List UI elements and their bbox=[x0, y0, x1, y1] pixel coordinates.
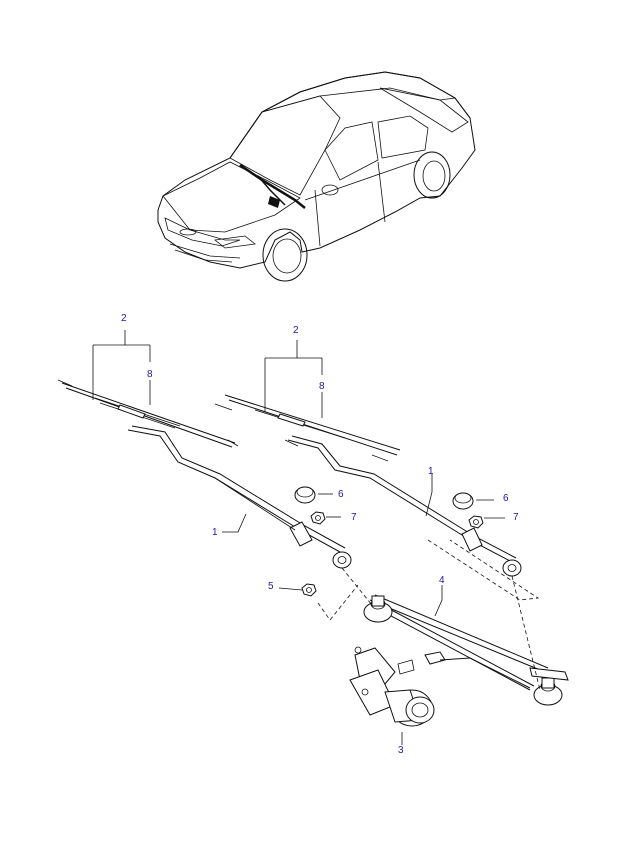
callout-7-left: 7 bbox=[351, 512, 357, 523]
nut-left bbox=[310, 511, 326, 525]
cap-left bbox=[294, 486, 316, 504]
wiper-motor bbox=[349, 646, 435, 727]
wiper-linkage bbox=[363, 594, 569, 706]
callout-2-right: 2 bbox=[293, 325, 299, 336]
callout-6-right: 6 bbox=[503, 493, 509, 504]
callout-5: 5 bbox=[268, 581, 274, 592]
callout-1-left: 1 bbox=[212, 527, 218, 538]
callout-8-left: 8 bbox=[147, 369, 153, 380]
callout-1-right: 1 bbox=[428, 466, 434, 477]
car-illustration bbox=[157, 71, 476, 282]
leader-lines bbox=[222, 474, 505, 745]
callout-8-right: 8 bbox=[319, 381, 325, 392]
callout-3: 3 bbox=[398, 745, 404, 756]
left-wiper-arm bbox=[127, 425, 352, 569]
cap-right bbox=[452, 492, 474, 510]
right-wiper-arm bbox=[287, 435, 522, 577]
callout-6-left: 6 bbox=[338, 489, 344, 500]
right-callout-2-8-bracket bbox=[264, 340, 323, 418]
nut-right bbox=[468, 515, 484, 529]
right-wiper-blade bbox=[214, 394, 401, 462]
nut-5 bbox=[301, 583, 317, 597]
callout-2-left: 2 bbox=[121, 313, 127, 324]
callout-7-right: 7 bbox=[513, 512, 519, 523]
left-callout-2-8-bracket bbox=[92, 330, 151, 405]
left-wiper-blade bbox=[57, 379, 239, 448]
assembly-dashed-lines bbox=[317, 539, 541, 691]
callout-4: 4 bbox=[439, 575, 445, 586]
